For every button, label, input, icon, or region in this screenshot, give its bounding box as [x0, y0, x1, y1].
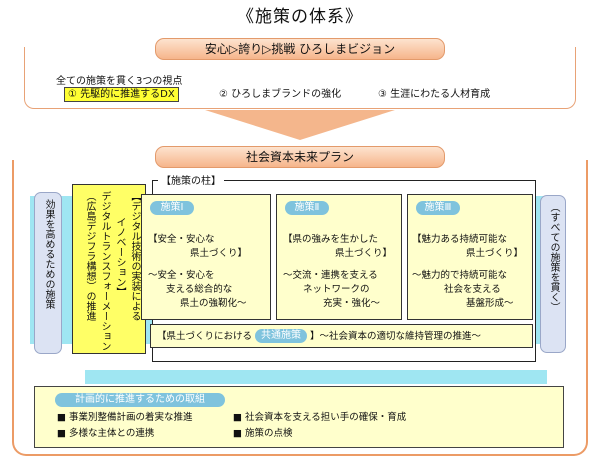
pillar-1-l2: 県土づくり】: [190, 248, 248, 259]
vision-band: 安心▷誇り▷挑戦 ひろしまビジョン: [155, 38, 445, 60]
view-brand: ② ひろしまブランドの強化: [219, 89, 342, 100]
vision-box: [24, 47, 576, 109]
pillar-2: 施策Ⅱ 【県の強みを生かした 県土づくり】 ～交流・連携を支える ネットワークの…: [276, 194, 402, 320]
common-tag: 共通施策: [255, 329, 308, 343]
digital-line3: デジタルトランスフォーメーション: [99, 191, 110, 351]
pillar-2-l2: 県土づくり】: [335, 248, 393, 259]
pillar-1-tag: 施策Ⅰ: [150, 201, 194, 215]
pillar-1-l1: 【安全・安心な: [148, 234, 215, 245]
pillar-1-l5: 県土の強靭化～: [180, 298, 247, 309]
pillar-1-l3: ～安全・安心を: [148, 270, 215, 281]
bottom-tag: 計画的に推進するための取組: [55, 393, 225, 407]
pillar-3-l1: 【魅力ある持続可能な: [412, 234, 508, 245]
digital-box: 【デジタル技術の実装による イノベーション】 デジタルトランスフォーメーション …: [72, 184, 146, 354]
left-side-box: 効果を高めるための施策: [34, 192, 62, 354]
digital-line1: 【デジタル技術の実装による: [129, 191, 140, 321]
plan-frame: [12, 160, 588, 456]
plan-band: 社会資本未来プラン: [155, 146, 445, 168]
common-prefix: 【県土づくりにおける: [157, 330, 253, 342]
view-talent: ③ 生涯にわたる人材育成: [378, 89, 491, 100]
pillar-3: 施策Ⅲ 【魅力ある持続可能な 県土づくり】 ～魅力的で持続可能な 社会を支える …: [407, 194, 533, 320]
view-dx: ① 先駆的に推進するDX: [64, 87, 179, 102]
teal-band-bottom: [85, 370, 547, 384]
down-arrow-icon: [205, 110, 395, 140]
bottom-item-1: ■ 事業別整備計画の着実な推進: [57, 412, 193, 423]
pillar-3-l5: 基盤形成～: [466, 298, 514, 309]
bottom-item-2: ■ 社会資本を支える担い手の確保・育成: [233, 412, 407, 423]
common-suffix: 】～社会資本の適切な維持管理の推進～: [310, 330, 482, 342]
digital-line4: （広島デジフラ構想）の推進: [84, 191, 95, 321]
pillar-2-l4: ネットワークの: [303, 284, 370, 295]
digital-line2: イノベーション】: [114, 217, 125, 297]
pillar-2-l1: 【県の強みを生かした: [283, 234, 379, 245]
bottom-item-4: ■ 施策の点検: [233, 428, 293, 439]
pillar-3-l4: 社会を支える: [444, 284, 501, 295]
left-side-text: 効果を高めるための施策: [43, 199, 54, 309]
pillar-2-l5: 充実・強化～: [323, 298, 381, 309]
bottom-item-3: ■ 多様な主体との連携: [57, 428, 155, 439]
pillar-2-l3: ～交流・連携を支える: [283, 270, 378, 281]
pillar-3-tag: 施策Ⅲ: [416, 201, 460, 215]
pillars-label: 【施策の柱】: [158, 176, 224, 188]
pillar-3-l2: 県土づくり】: [466, 248, 524, 259]
pillar-1: 施策Ⅰ 【安全・安心な 県土づくり】 ～安全・安心を 支える総合的な 県土の強靭…: [141, 194, 271, 320]
right-side-box: （すべての施策を貫く）: [540, 195, 566, 353]
bottom-box: 計画的に推進するための取組 ■ 事業別整備計画の着実な推進 ■ 社会資本を支える…: [34, 386, 564, 448]
pillar-3-l3: ～魅力的で持続可能な: [412, 270, 508, 281]
pillar-1-l4: 支える総合的な: [166, 284, 233, 295]
common-measures: 【県土づくりにおける 共通施策 】～社会資本の適切な維持管理の推進～: [150, 324, 533, 348]
page-title: 《施策の体系》: [237, 7, 363, 27]
three-views-label: 全ての施策を貫く3つの視点: [56, 76, 183, 87]
right-side-text: （すべての施策を貫く）: [548, 202, 559, 312]
pillar-2-tag: 施策Ⅱ: [285, 201, 329, 215]
